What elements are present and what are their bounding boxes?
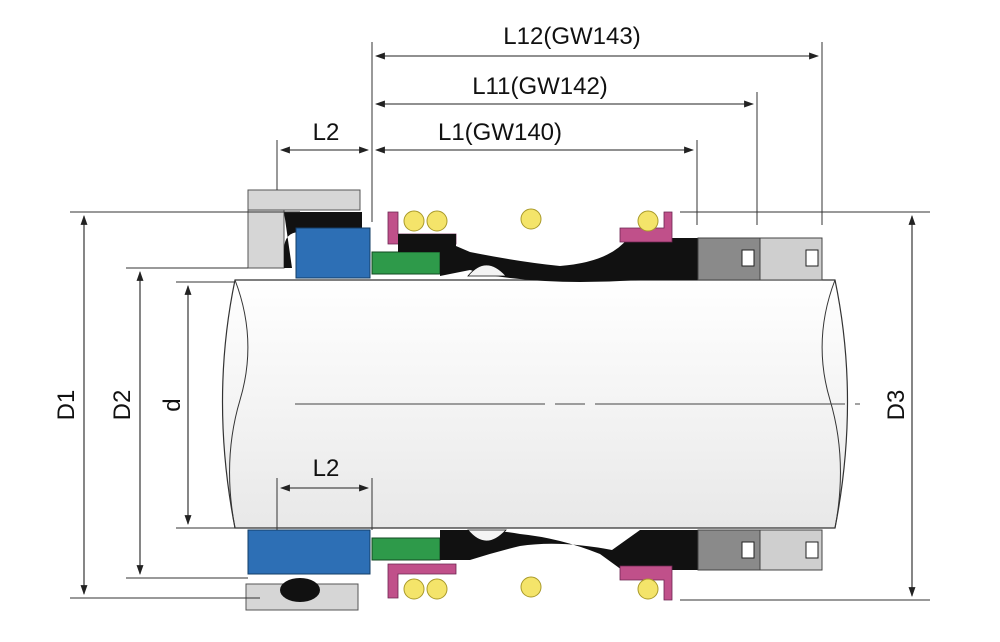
- spring-coil-bottom-2: [426, 578, 448, 600]
- setscrew-bottom-2: [805, 541, 819, 559]
- spring-coil-top-2: [426, 210, 448, 232]
- bellows-gap-top: [467, 264, 507, 277]
- dim-label-d2: D2: [109, 390, 136, 421]
- retainer-left-bottom: [387, 563, 457, 599]
- dim-label-d1: D1: [53, 390, 80, 421]
- rotary-ring-top: [371, 251, 441, 275]
- gland-cap-top: [247, 189, 361, 211]
- stationary-face-bottom: [247, 529, 371, 575]
- setscrew-top-2: [805, 249, 819, 267]
- rotary-ring-bottom: [371, 537, 441, 561]
- spring-coil-bottom-1: [403, 578, 425, 600]
- bellows-gap-bottom: [467, 529, 507, 542]
- dim-label-d: d: [159, 398, 186, 411]
- spring-coil-top-1: [403, 210, 425, 232]
- spring-coil-top-4: [637, 210, 659, 232]
- setscrew-top-1: [741, 249, 755, 267]
- retainer-right-bottom: [619, 565, 673, 601]
- oring-bottom: [280, 578, 320, 602]
- spring-coil-bottom-4: [637, 578, 659, 600]
- bellows-bottom: [440, 530, 698, 570]
- spring-coil-bottom-3: [520, 576, 542, 598]
- dim-label-l12: L12(GW143): [503, 23, 640, 50]
- seal-bottom-half: [245, 529, 823, 611]
- dim-label-d3: D3: [883, 390, 910, 421]
- seal-top-half: [247, 189, 823, 282]
- dim-label-l2-top: L2: [313, 119, 340, 146]
- retainer-right-top: [619, 211, 673, 243]
- dim-label-l11: L11(GW142): [472, 73, 608, 100]
- dim-label-l1: L1(GW140): [438, 119, 562, 146]
- oring-top: [284, 212, 362, 268]
- spring-coil-top-3: [520, 208, 542, 230]
- shaft: [221, 279, 860, 529]
- stationary-face-top: [295, 227, 371, 279]
- dim-label-l2-bottom: L2: [313, 455, 340, 482]
- bellows-top: [398, 234, 698, 282]
- dimensions: L12(GW143) L11(GW142) L1(GW140) L2 L2 D1…: [53, 23, 930, 601]
- setscrew-bottom-1: [741, 541, 755, 559]
